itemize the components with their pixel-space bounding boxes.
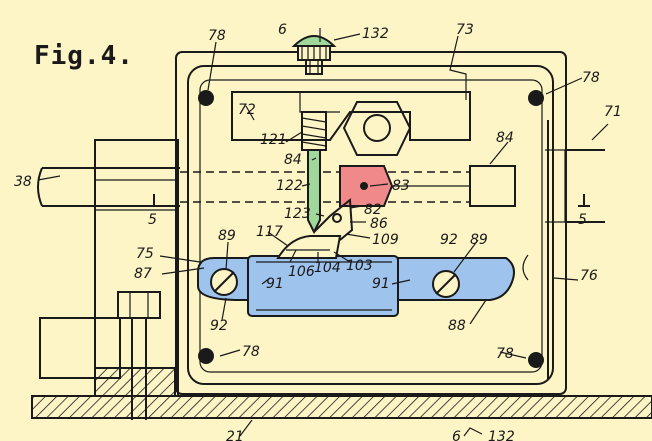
reference-labels: 6 132 78 73 78 71 72 121 84 84 38 122 83… [14, 22, 622, 441]
label-78-top-right: 78 [582, 70, 600, 86]
switch-actuator [276, 235, 342, 259]
label-78-bottom-left: 78 [242, 344, 260, 360]
leader-lines [37, 28, 609, 437]
plunger [307, 149, 321, 235]
label-86: 86 [370, 216, 388, 232]
label-132-bottom: 132 [488, 429, 515, 441]
label-5-left: 5 [148, 212, 157, 228]
label-71: 71 [604, 104, 622, 120]
label-132-top: 132 [362, 26, 389, 42]
mounting-bracket [39, 139, 179, 397]
section-marker-right [578, 194, 590, 207]
label-103: 103 [346, 258, 373, 274]
label-121: 121 [260, 132, 287, 148]
terminal-screw-left [210, 268, 238, 296]
label-21: 21 [226, 429, 244, 441]
section-marker-left [148, 194, 160, 207]
lever-linkage [313, 198, 354, 241]
shaft [37, 149, 605, 223]
label-82: 82 [364, 202, 382, 218]
label-89-left: 89 [218, 228, 236, 244]
adjusting-screw [291, 35, 337, 75]
label-5-right: 5 [578, 212, 587, 228]
cam-follower [339, 165, 516, 207]
label-87: 87 [134, 266, 152, 282]
label-83: 83 [392, 178, 410, 194]
anchor-bolt [94, 291, 176, 420]
label-106: 106 [288, 264, 315, 280]
label-88: 88 [448, 318, 466, 334]
label-92-bottom: 92 [210, 318, 228, 334]
corner-screws [198, 90, 544, 368]
label-72: 72 [238, 102, 256, 118]
terminal-screw-right [432, 270, 460, 298]
label-92-top: 92 [440, 232, 458, 248]
label-38: 38 [14, 174, 32, 190]
label-123: 123 [284, 206, 311, 222]
label-117: 117 [256, 224, 283, 240]
base-plate [31, 395, 652, 419]
label-122: 122 [276, 178, 303, 194]
label-84-right: 84 [496, 130, 514, 146]
label-89-right: 89 [470, 232, 488, 248]
label-104: 104 [314, 260, 341, 276]
label-6-top: 6 [278, 22, 287, 38]
label-109: 109 [372, 232, 399, 248]
label-78-bottom-right: 78 [496, 346, 514, 362]
housing [175, 51, 567, 395]
figure-title: Fig.4. [34, 41, 134, 71]
label-78-top-left: 78 [208, 28, 226, 44]
label-84: 84 [284, 152, 302, 168]
threaded-stem [301, 111, 327, 151]
hex-nut [342, 101, 412, 156]
label-91-right: 91 [372, 276, 390, 292]
label-91-left: 91 [266, 276, 284, 292]
label-6-bottom: 6 [452, 429, 461, 441]
label-75: 75 [136, 246, 154, 262]
label-76: 76 [580, 268, 598, 284]
label-73: 73 [456, 22, 474, 38]
